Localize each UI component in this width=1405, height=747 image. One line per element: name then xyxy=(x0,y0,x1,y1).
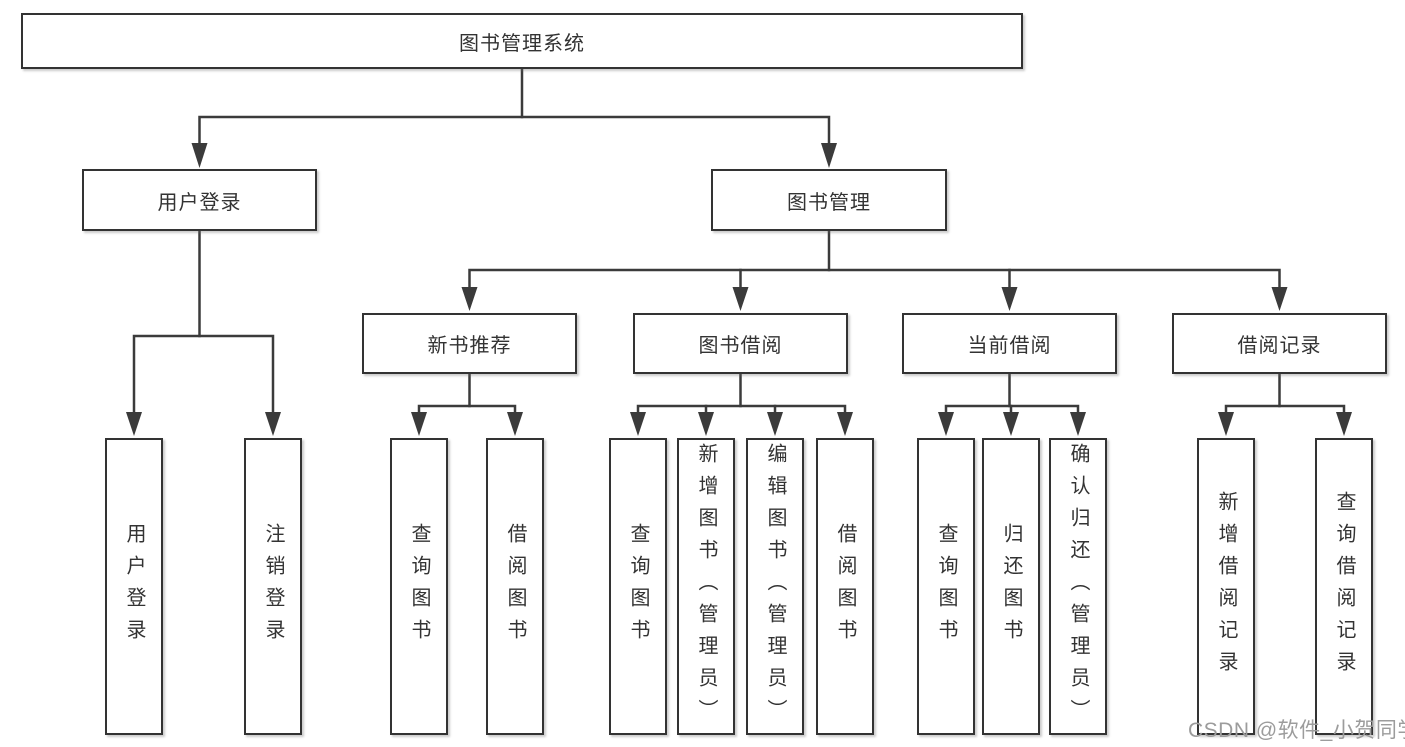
leaf-query-books-current: 查询图书 xyxy=(917,438,975,735)
leaf-label: 编辑图书（管理员） xyxy=(764,442,786,731)
leaf-label: 查询图书 xyxy=(935,522,957,651)
csdn-watermark: CSDN @软件_小贺同学 xyxy=(1188,719,1405,742)
leaf-label: 确认归还（管理员） xyxy=(1067,442,1089,731)
leaf-label: 查询借阅记录 xyxy=(1333,490,1355,683)
leaf-label: 新增图书（管理员） xyxy=(695,442,717,731)
node-borrow-records: 借阅记录 xyxy=(1172,313,1387,374)
leaf-borrow-books-recommend: 借阅图书 xyxy=(486,438,544,735)
node-current-borrow: 当前借阅 xyxy=(902,313,1117,374)
leaf-borrow-books-borrow: 借阅图书 xyxy=(816,438,874,735)
leaf-logout: 注销登录 xyxy=(244,438,302,735)
edge-records-rail xyxy=(1224,404,1346,419)
node-label: 图书借阅 xyxy=(698,335,783,357)
leaf-label: 借阅图书 xyxy=(834,522,856,651)
leaf-return-books: 归还图书 xyxy=(982,438,1040,735)
edge-bookborrow-rail xyxy=(636,404,847,419)
leaf-label: 查询图书 xyxy=(408,522,430,651)
leaf-confirm-return-admin: 确认归还（管理员） xyxy=(1049,438,1107,735)
node-new-book-recommend: 新书推荐 xyxy=(362,313,577,374)
node-label: 用户登录 xyxy=(157,191,242,214)
node-label: 借阅记录 xyxy=(1237,335,1322,357)
edge-bookmgmt-drop xyxy=(739,268,1011,292)
arrowheads xyxy=(126,143,1352,436)
leaf-add-book-admin: 新增图书（管理员） xyxy=(677,438,735,735)
leaf-label: 借阅图书 xyxy=(504,522,526,651)
edge-bookmgmt-rail xyxy=(468,268,1281,292)
leaf-label: 用户登录 xyxy=(123,522,145,651)
leaf-add-borrow-record: 新增借阅记录 xyxy=(1197,438,1255,735)
leaf-query-books-borrow: 查询图书 xyxy=(609,438,667,735)
leaf-query-books-recommend: 查询图书 xyxy=(390,438,448,735)
leaf-query-borrow-record: 查询借阅记录 xyxy=(1315,438,1373,735)
edge-newbook-rail xyxy=(417,404,517,419)
edge-root-rail xyxy=(198,115,831,148)
node-label: 当前借阅 xyxy=(967,335,1052,357)
node-label: 新书推荐 xyxy=(427,335,512,357)
node-book-borrow: 图书借阅 xyxy=(633,313,848,374)
node-label: 图书管理系统 xyxy=(459,32,585,55)
node-book-management: 图书管理 xyxy=(711,169,947,231)
node-label: 图书管理 xyxy=(787,191,871,214)
edge-bookborrow-drop xyxy=(704,404,777,419)
edge-userlogin-rail xyxy=(132,334,275,417)
leaf-user-login: 用户登录 xyxy=(105,438,163,735)
node-library-management-system: 图书管理系统 xyxy=(21,13,1023,69)
leaf-label: 新增借阅记录 xyxy=(1215,490,1237,683)
leaf-label: 归还图书 xyxy=(1000,522,1022,651)
leaf-label: 查询图书 xyxy=(627,522,649,651)
leaf-edit-book-admin: 编辑图书（管理员） xyxy=(746,438,804,735)
node-user-login: 用户登录 xyxy=(82,169,317,231)
leaf-label: 注销登录 xyxy=(262,522,284,651)
